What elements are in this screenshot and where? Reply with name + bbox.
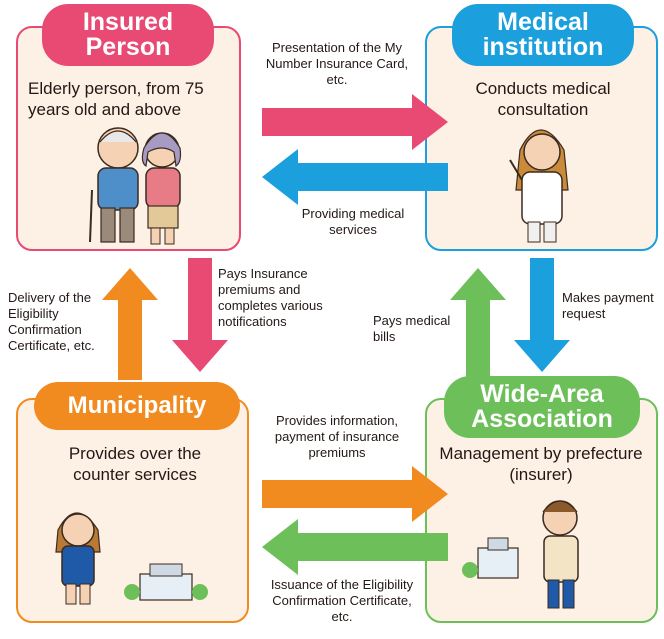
municipality-staff-illustration — [55, 512, 208, 605]
wide-area-title-line1: Wide-Area — [480, 380, 604, 408]
arrow-presentation — [262, 94, 448, 150]
label-presentation: Presentation of the My Number Insurance … — [265, 40, 409, 87]
label-issuance: Issuance of the Eligibility Confirmation… — [270, 577, 414, 624]
wide-area-description: Management by prefecture (insurer) — [439, 444, 643, 484]
arrow-makes-payment — [514, 258, 570, 372]
municipality-title: Municipality — [34, 382, 240, 430]
arrow-provides-info — [262, 466, 448, 522]
municipality-title-text: Municipality — [67, 392, 207, 419]
arrow-issuance — [262, 519, 448, 575]
wide-area-staff-illustration — [462, 500, 579, 609]
municipality-box — [16, 398, 249, 623]
label-pays-premiums: Pays Insurance premiums and completes va… — [218, 266, 323, 329]
label-makes-payment: Makes payment request — [562, 290, 654, 321]
arrow-pays-bills — [450, 268, 506, 378]
insured-title-line1: Insured — [82, 8, 174, 36]
arrow-providing — [262, 149, 448, 205]
wide-area-title-line2: Association — [471, 405, 613, 433]
municipality-description: Provides over the counter services — [68, 444, 202, 484]
medical-title-line1: Medical — [497, 8, 589, 36]
insured-title-line2: Person — [85, 33, 171, 61]
label-pays-bills: Pays medical bills — [373, 313, 451, 344]
arrow-delivery — [102, 268, 158, 380]
insured-description: Elderly person, from 75 years old and ab… — [28, 79, 204, 119]
label-provides-info: Provides information, payment of insuran… — [274, 413, 400, 460]
elderly-couple-illustration — [89, 127, 182, 245]
label-delivery: Delivery of the Eligibility Confirmation… — [8, 290, 95, 353]
medical-title-line2: institution — [482, 33, 604, 61]
label-providing: Providing medical services — [301, 206, 405, 237]
doctor-illustration — [509, 129, 569, 243]
medical-description: Conducts medical consultation — [475, 79, 611, 119]
arrow-pays-premiums — [172, 258, 228, 372]
